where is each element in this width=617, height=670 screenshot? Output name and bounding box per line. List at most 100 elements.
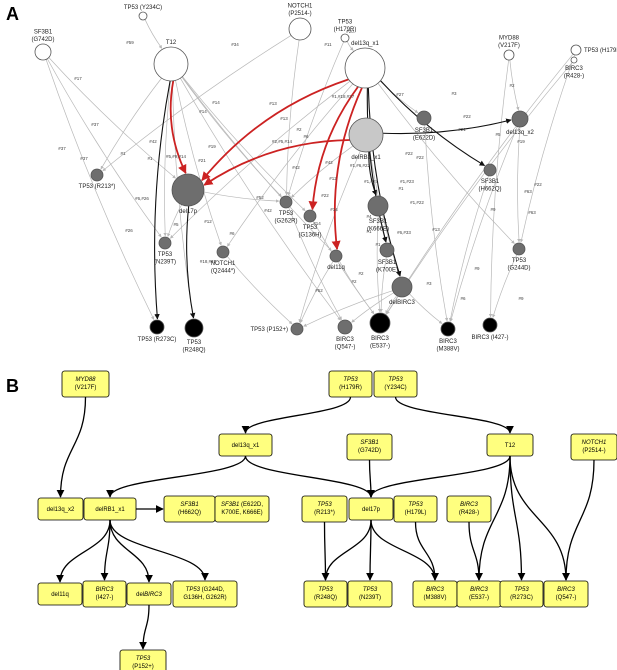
edge-label: #42 — [292, 165, 300, 170]
grey-edge — [385, 295, 398, 314]
edge-label: #6 — [303, 134, 309, 139]
node-tp53-p152 — [290, 322, 304, 336]
edge-label: #22 — [416, 155, 424, 160]
box-myd88 — [61, 370, 110, 398]
black-edge — [186, 205, 196, 319]
box-detail: (G742D) — [358, 448, 381, 454]
node-label: TP53 — [338, 20, 353, 26]
box-gene: NOTCH1 — [582, 440, 607, 446]
edge-label: #9 — [474, 266, 480, 271]
edge-label: #6 — [229, 231, 235, 236]
edge-label: #18,#47 — [200, 259, 217, 264]
node-sf3b1-g742d — [34, 43, 52, 61]
box-label: del13q_x1 — [232, 443, 260, 449]
node-label: delBIRC3 — [389, 300, 415, 306]
tree-edge — [321, 519, 372, 581]
grey-edge — [291, 145, 354, 198]
node-tp53-h179l — [570, 44, 582, 56]
tree-edge — [56, 396, 87, 498]
box-gene: TP53 — [343, 377, 358, 383]
node-label: BIRC3 — [336, 337, 354, 343]
node-label: (G262R) — [274, 219, 297, 225]
grey-edge — [312, 220, 375, 315]
tree-edge — [562, 459, 595, 581]
node-birc3-i427 — [482, 317, 498, 333]
node-label: BIRC3 (I427-) — [471, 335, 508, 341]
grey-edge — [376, 215, 382, 313]
edge-label: #37 — [91, 122, 99, 127]
node-notch1-q2444 — [216, 245, 230, 259]
edge-label: #4 — [366, 214, 372, 219]
edge-label: #13 — [280, 116, 288, 121]
box-sf3b1-g742d — [346, 433, 393, 461]
node-label: TP53 (R273C) — [138, 337, 177, 343]
node-label: (R428-) — [564, 74, 584, 80]
edge-label: #5,#9,#14 — [166, 154, 187, 159]
edge-label: #12 — [204, 219, 212, 224]
node-sf3b1-e622d — [416, 110, 432, 126]
node-label: del17p — [179, 209, 198, 215]
grey-edge — [492, 254, 518, 318]
node-del11q — [329, 249, 343, 263]
red-edge — [308, 86, 359, 211]
node-label: (G742D) — [31, 37, 54, 43]
edge-label: #22 — [321, 193, 329, 198]
edge-label: #26 — [125, 228, 133, 233]
node-label: (H662Q) — [478, 187, 501, 193]
node-tp53-r273c — [149, 319, 165, 335]
node-label: BIRC3 — [439, 339, 457, 345]
grey-edge — [226, 256, 293, 325]
node-label: SF3B1 — [34, 30, 53, 36]
box-delrb1-x1 — [83, 497, 137, 521]
node-label: (E537-) — [370, 344, 390, 350]
edge-label: #2 — [351, 279, 357, 284]
edge-label: #19 — [517, 139, 525, 144]
box-gene: TP53 — [317, 502, 332, 508]
edge-label: #14 — [212, 100, 220, 105]
node-label: (H179R) — [334, 27, 357, 33]
node-label: TP53 (R213*) — [79, 184, 116, 190]
box-gene: TP53 — [514, 587, 529, 593]
node-label: TP53 (Y234C) — [124, 5, 162, 11]
edge-label: #3 — [426, 281, 432, 286]
node-label: SF3B1 — [481, 179, 500, 185]
node-label: T12 — [166, 40, 177, 46]
black-edge — [382, 118, 512, 135]
node-label: NOTCH1 — [211, 261, 236, 267]
panel-b-letter: B — [6, 376, 19, 396]
edge-label: #1,#23 — [400, 179, 414, 184]
box-tp53-h179r — [328, 370, 373, 398]
grey-edge — [170, 80, 351, 239]
box-detail: (H179L) — [405, 510, 427, 516]
grey-edge — [180, 78, 341, 321]
box-detail: (P152+) — [132, 664, 154, 670]
node-label: TP53 (H179L) — [584, 48, 617, 54]
edge-label: #22 — [463, 114, 471, 119]
red-edge — [203, 139, 350, 186]
box-birc3-r428 — [446, 495, 492, 523]
node-sf3b1-k666e — [367, 195, 389, 217]
edge-label: #1 — [147, 156, 153, 161]
grey-edge — [203, 191, 280, 203]
box-gene: BIRC3 — [557, 587, 575, 593]
node-tp53-n239t — [158, 236, 172, 250]
node-delrb1-x1 — [348, 117, 384, 153]
grey-edge — [448, 175, 489, 322]
grey-edge — [226, 83, 354, 247]
edge-label: #19 — [208, 144, 216, 149]
box-tp53-r248q — [303, 580, 348, 608]
grey-edge — [288, 207, 342, 321]
edge-label: #52 — [315, 288, 323, 293]
node-label: TP53 — [158, 252, 173, 258]
box-detail: (E537-) — [469, 595, 489, 601]
node-label: BIRC3 — [565, 66, 583, 72]
edge-label: #3 — [451, 91, 457, 96]
node-tp53-g136h — [303, 209, 317, 223]
node-tp53-g244d — [512, 242, 526, 256]
box-gene: BIRC3 — [470, 587, 488, 593]
red-edge — [201, 78, 349, 182]
edge-label: #2 — [509, 83, 515, 88]
edge-label: #1 — [366, 229, 372, 234]
box-gene: TP53 (G244D, — [186, 587, 225, 593]
